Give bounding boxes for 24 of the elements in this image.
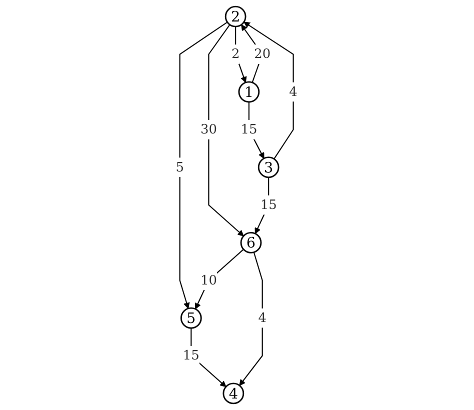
node-circle: 4 — [223, 382, 245, 404]
node-circle: 2 — [225, 6, 247, 28]
edge-label: 15 — [183, 348, 200, 364]
node-circle: 5 — [180, 307, 202, 329]
arrow — [255, 177, 270, 234]
edge-label: 5 — [176, 160, 184, 175]
edge-label: 4 — [290, 84, 298, 100]
node-circle: 3 — [258, 156, 280, 178]
edge-label: 15 — [260, 197, 278, 213]
edge-label: 2 — [232, 46, 240, 62]
node-circle: 6 — [240, 232, 262, 254]
edge-label: 20 — [254, 46, 272, 62]
arrow — [240, 252, 264, 386]
node-circle: 1 — [238, 81, 260, 103]
arrow — [208, 24, 244, 236]
arrow — [195, 248, 244, 310]
arrow — [180, 22, 228, 309]
arrow — [191, 328, 227, 388]
edge-label: 4 — [258, 310, 267, 326]
arrow — [244, 22, 294, 160]
edge-label: 15 — [241, 122, 258, 138]
arrow — [248, 102, 265, 159]
edge-label: 30 — [200, 122, 218, 138]
edge-label: 10 — [200, 272, 218, 288]
